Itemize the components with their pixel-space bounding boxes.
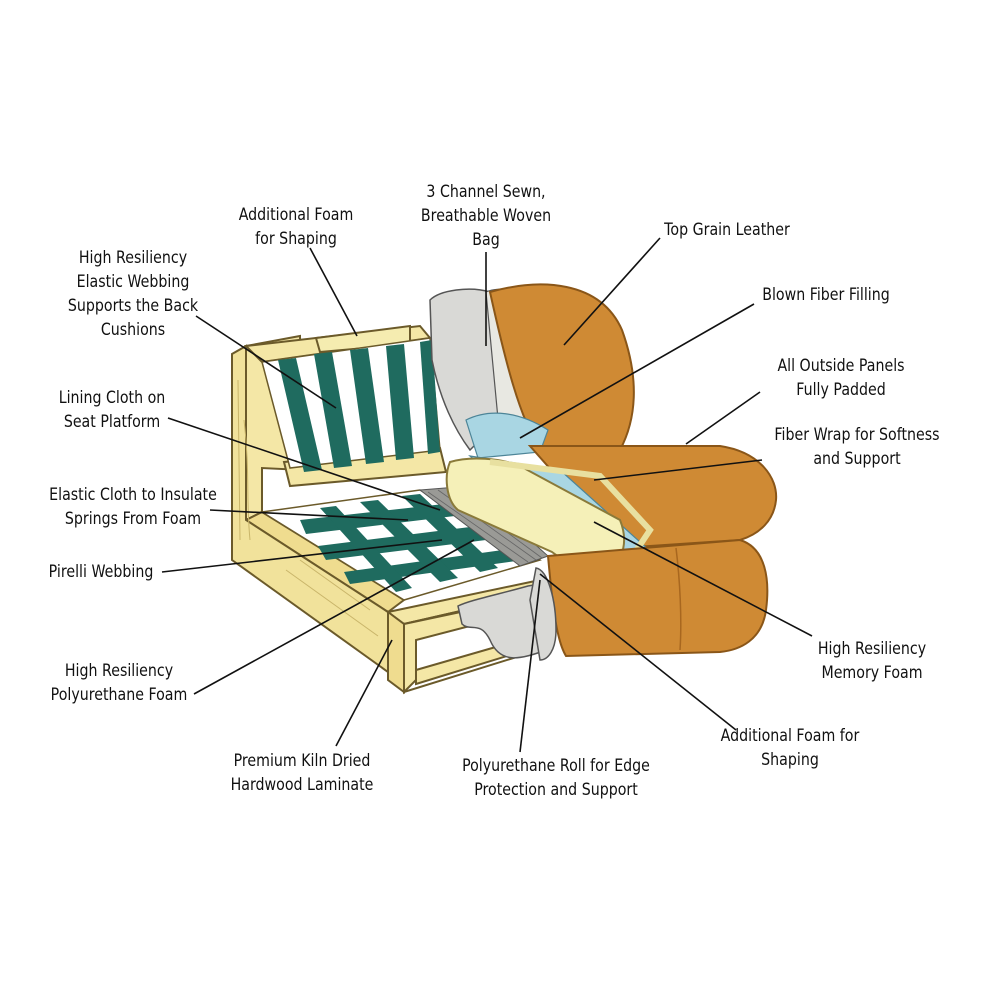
front-foam-cutaway bbox=[457, 583, 547, 659]
label-line: High Resiliency bbox=[817, 639, 927, 658]
label-fiber-wrap: Fiber Wrap for Softness and Support bbox=[767, 423, 948, 471]
seat-base bbox=[529, 538, 769, 661]
label-top-grain-leather: Top Grain Leather bbox=[657, 218, 796, 242]
label-line: All Outside Panels bbox=[777, 356, 905, 375]
label-blown-fiber-filling: Blown Fiber Filling bbox=[752, 283, 900, 307]
label-line: Protection and Support bbox=[474, 780, 638, 799]
label-elastic-webbing-back: High Resiliency Elastic Webbing Supports… bbox=[60, 246, 206, 342]
label-lining-cloth: Lining Cloth on Seat Platform bbox=[52, 386, 172, 434]
label-line: Breathable Woven bbox=[420, 206, 552, 225]
label-line: Shaping bbox=[761, 750, 819, 769]
label-line: Supports the Back bbox=[67, 296, 199, 315]
label-line: Bag bbox=[472, 230, 500, 249]
label-line: Memory Foam bbox=[821, 663, 923, 682]
label-polyurethane-roll: Polyurethane Roll for Edge Protection an… bbox=[456, 754, 656, 802]
label-pirelli-webbing: Pirelli Webbing bbox=[43, 560, 158, 584]
label-line: Cushions bbox=[100, 320, 166, 339]
label-line: Lining Cloth on bbox=[58, 388, 166, 407]
label-line: Springs From Foam bbox=[64, 509, 202, 528]
label-outside-panels-padded: All Outside Panels Fully Padded bbox=[768, 354, 914, 402]
label-line: Premium Kiln Dried bbox=[233, 751, 371, 770]
label-channel-sewn-bag: 3 Channel Sewn, Breathable Woven Bag bbox=[417, 180, 555, 252]
label-line: Seat Platform bbox=[63, 412, 161, 431]
label-line: High Resiliency bbox=[64, 661, 174, 680]
label-line: Fully Padded bbox=[796, 380, 886, 399]
label-line: for Shaping bbox=[255, 229, 337, 248]
label-line: 3 Channel Sewn, bbox=[426, 182, 546, 201]
label-line: and Support bbox=[813, 449, 901, 468]
label-additional-foam-shaping-bottom: Additional Foam for Shaping bbox=[716, 724, 864, 772]
label-line: Additional Foam for bbox=[720, 726, 860, 745]
label-line: Hardwood Laminate bbox=[230, 775, 374, 794]
leader-lines bbox=[161, 237, 813, 753]
label-memory-foam: High Resiliency Memory Foam bbox=[812, 637, 932, 685]
label-line: Polyurethane Roll for Edge bbox=[462, 756, 650, 775]
label-line: Elastic Cloth to Insulate bbox=[49, 485, 217, 504]
label-elastic-cloth-insulate: Elastic Cloth to Insulate Springs From F… bbox=[43, 483, 224, 531]
back-webbing bbox=[261, 337, 441, 472]
label-polyurethane-foam: High Resiliency Polyurethane Foam bbox=[46, 659, 192, 707]
label-hardwood-laminate: Premium Kiln Dried Hardwood Laminate bbox=[230, 749, 374, 797]
label-line: Additional Foam bbox=[238, 205, 354, 224]
label-line: Elastic Webbing bbox=[76, 272, 190, 291]
label-line: Fiber Wrap for Softness bbox=[774, 425, 940, 444]
label-line: Pirelli Webbing bbox=[48, 562, 154, 581]
label-line: Blown Fiber Filling bbox=[762, 285, 890, 304]
seat-cushion bbox=[445, 445, 778, 571]
label-line: Top Grain Leather bbox=[664, 220, 790, 239]
label-line: Polyurethane Foam bbox=[50, 685, 188, 704]
label-additional-foam-shaping-top: Additional Foam for Shaping bbox=[236, 203, 356, 251]
back-cushion bbox=[429, 283, 635, 459]
label-line: High Resiliency bbox=[78, 248, 188, 267]
